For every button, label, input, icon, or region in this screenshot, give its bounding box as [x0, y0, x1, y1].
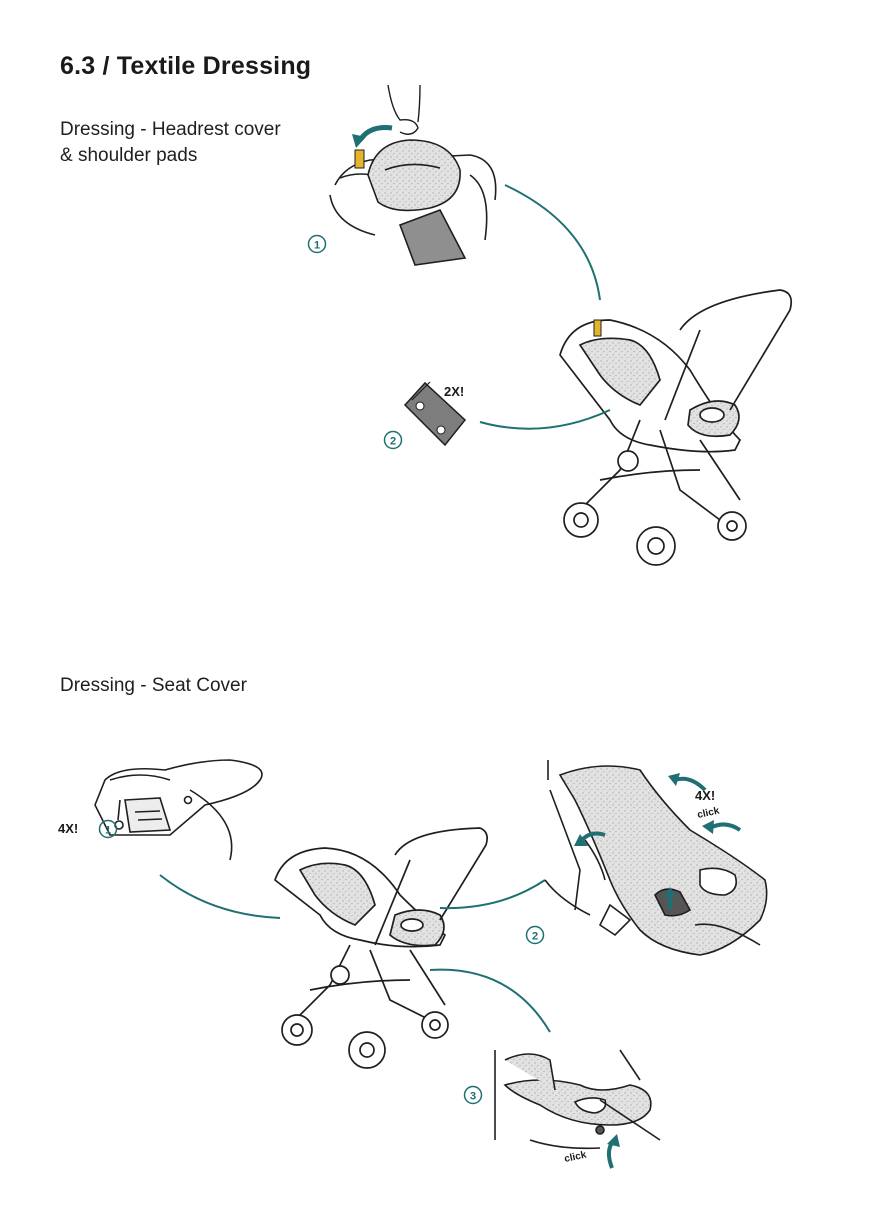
step-number: 2 [390, 436, 396, 448]
page-title: 6.3 / Textile Dressing [60, 52, 312, 80]
curved-arrow-icon [709, 822, 742, 832]
connector-line [159, 874, 281, 919]
step-badge-seat-1: 1 [98, 819, 118, 839]
seat-step2-arrows [574, 773, 742, 910]
headrest-step2-illustration [403, 381, 467, 447]
seat-step3-illustration [494, 1049, 661, 1150]
step-badge-headrest-1: 1 [307, 234, 327, 254]
seat-step1-illustration [94, 759, 263, 861]
arrowhead-icon [352, 134, 366, 148]
arrowhead-icon [664, 887, 676, 897]
repeat-label: 4X! [695, 788, 715, 803]
arrowhead-icon [574, 834, 588, 846]
step-number: 1 [314, 240, 320, 252]
step-number: 3 [470, 1091, 476, 1103]
connector-line [504, 184, 601, 301]
arrowhead-icon [702, 820, 714, 834]
headrest-step1-illustration [329, 84, 497, 266]
click-label: click [696, 805, 720, 820]
section-title-headrest-line2: & shoulder pads [60, 145, 198, 166]
connector-line [439, 879, 546, 910]
arrowhead-icon [668, 773, 680, 786]
connector-line [429, 968, 551, 1033]
repeat-label: 2X! [444, 384, 464, 399]
section-title-headrest-line1: Dressing - Headrest cover [60, 119, 281, 140]
seat-step2-illustration [544, 760, 768, 956]
stroller-illustration-1 [559, 289, 793, 566]
stroller-illustration-2 [274, 827, 488, 1069]
step-number: 1 [105, 825, 111, 837]
step-badge-seat-2: 2 [525, 925, 545, 945]
click-label: click [563, 1149, 587, 1164]
step-badge-seat-3: 3 [463, 1085, 483, 1105]
arrowhead-icon [607, 1134, 620, 1147]
repeat-label: 4X! [58, 821, 78, 836]
section-title-headrest: Dressing - Headrest cover & shoulder pad… [60, 117, 281, 169]
section-title-seat-cover: Dressing - Seat Cover [60, 675, 247, 696]
connector-line [479, 409, 611, 430]
step-badge-headrest-2: 2 [383, 430, 403, 450]
step-number: 2 [532, 931, 538, 943]
